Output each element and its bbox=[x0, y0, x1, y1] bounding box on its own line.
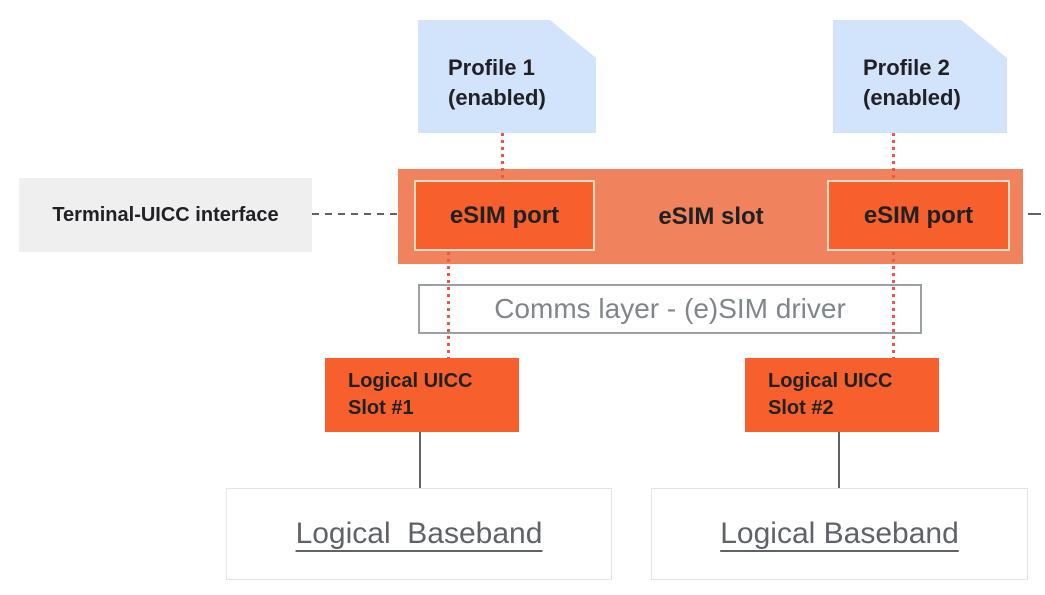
profile-2-name: Profile 2 bbox=[863, 54, 950, 80]
esim-slot-label: eSIM slot bbox=[594, 169, 828, 264]
comms-layer-label: Comms layer - (e)SIM driver bbox=[494, 293, 846, 324]
profile2-to-port2-dotted-line bbox=[892, 133, 895, 181]
terminal-to-slot-dashed-line bbox=[312, 213, 398, 215]
uicc-slot-2-line1: Logical UICC bbox=[768, 370, 893, 392]
profile-1-card: Profile 1 (enabled) bbox=[418, 20, 596, 133]
esim-port-1-label: eSIM port bbox=[449, 201, 560, 229]
logical-baseband-2-label: Logical Baseband bbox=[720, 517, 959, 550]
esim-slot-bar: eSIM port eSIM slot eSIM port bbox=[398, 169, 1023, 264]
esim-port-2-label: eSIM port bbox=[863, 201, 974, 229]
logical-uicc-slot-2: Logical UICC Slot #2 bbox=[745, 358, 939, 432]
uicc-slot-1-line2: Slot #1 bbox=[348, 397, 414, 419]
profile-1-name: Profile 1 bbox=[448, 54, 535, 80]
uicc2-to-baseband2-line bbox=[838, 432, 840, 488]
esim-port-1: eSIM port bbox=[414, 180, 595, 251]
uicc1-to-baseband1-line bbox=[419, 432, 421, 488]
terminal-uicc-interface-label: Terminal-UICC interface bbox=[19, 178, 312, 252]
comms-layer-box: Comms layer - (e)SIM driver bbox=[418, 284, 922, 334]
terminal-uicc-interface-text: Terminal-UICC interface bbox=[52, 203, 279, 226]
port1-to-uicc1-dotted-line bbox=[447, 252, 450, 358]
profile-1-status: (enabled) bbox=[448, 84, 546, 110]
logical-baseband-1-label: Logical Baseband bbox=[295, 517, 543, 550]
slot-right-dashed-line bbox=[1028, 213, 1041, 215]
esim-slot-label-text: eSIM slot bbox=[658, 202, 764, 230]
uicc-slot-1-line1: Logical UICC bbox=[348, 370, 473, 392]
uicc-slot-2-line2: Slot #2 bbox=[768, 397, 834, 419]
logical-baseband-2: Logical Baseband bbox=[651, 488, 1028, 580]
profile-2-card: Profile 2 (enabled) bbox=[833, 20, 1007, 133]
logical-baseband-1: Logical Baseband bbox=[226, 488, 612, 580]
esim-port-2: eSIM port bbox=[827, 180, 1010, 251]
port2-to-uicc2-dotted-line bbox=[892, 252, 895, 358]
profile-2-status: (enabled) bbox=[863, 84, 961, 110]
logical-uicc-slot-1: Logical UICC Slot #1 bbox=[325, 358, 519, 432]
profile1-to-port1-dotted-line bbox=[501, 133, 504, 181]
